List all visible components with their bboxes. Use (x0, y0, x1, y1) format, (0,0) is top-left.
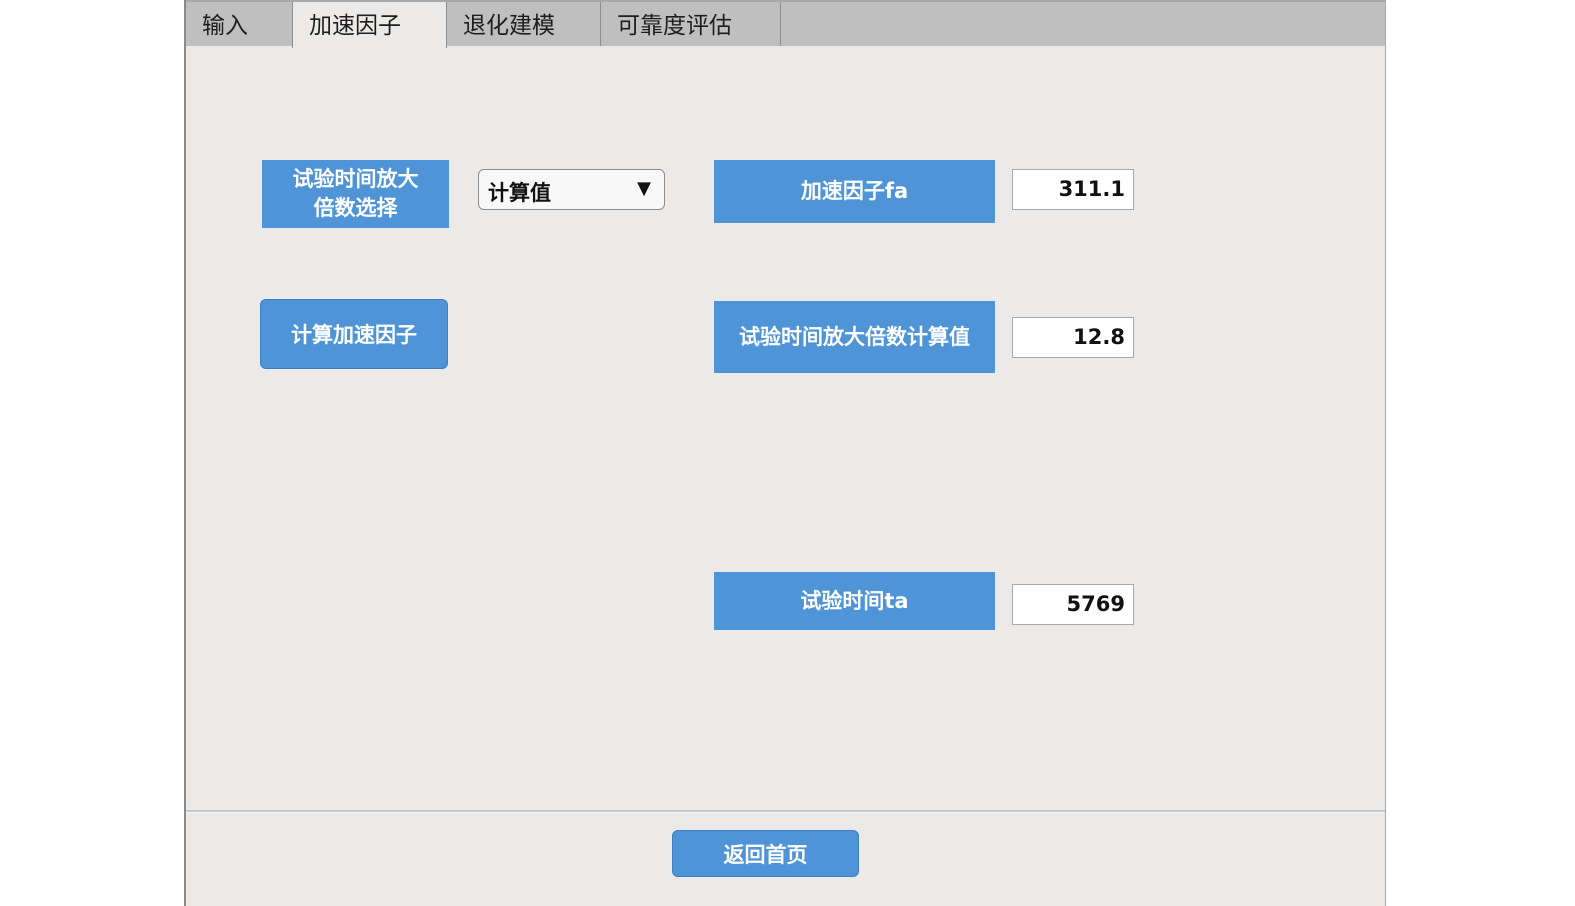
dropdown-selected-value: 计算值 (488, 181, 551, 205)
tab-input[interactable]: 输入 (186, 2, 293, 46)
multiplier-select-label: 试验时间放大 倍数选择 (262, 160, 449, 228)
footer-divider (186, 810, 1385, 813)
fa-value-field[interactable]: 311.1 (1012, 169, 1134, 210)
ta-value-field[interactable]: 5769 (1012, 584, 1134, 625)
tab-degradation-modeling[interactable]: 退化建模 (447, 2, 601, 46)
fa-label: 加速因子fa (714, 160, 995, 223)
tab-acceleration-factor[interactable]: 加速因子 (292, 2, 447, 48)
ta-label: 试验时间ta (714, 572, 995, 630)
multiplier-calc-value-field[interactable]: 12.8 (1012, 317, 1134, 358)
compute-acceleration-factor-button[interactable]: 计算加速因子 (260, 299, 448, 369)
return-home-button[interactable]: 返回首页 (672, 830, 859, 877)
chevron-down-icon: ▼ (637, 178, 651, 199)
tab-bar: 输入 加速因子 退化建模 可靠度评估 (186, 0, 1385, 48)
tab-reliability-assessment[interactable]: 可靠度评估 (601, 2, 781, 46)
multiplier-select-label-line2: 倍数选择 (313, 196, 398, 220)
multiplier-calc-label: 试验时间放大倍数计算值 (714, 301, 995, 373)
multiplier-dropdown[interactable]: 计算值 ▼ (478, 169, 665, 210)
multiplier-select-label-line1: 试验时间放大 (292, 167, 419, 191)
app-window: 输入 加速因子 退化建模 可靠度评估 试验时间放大 倍数选择 计算值 ▼ 计算加… (184, 0, 1386, 906)
